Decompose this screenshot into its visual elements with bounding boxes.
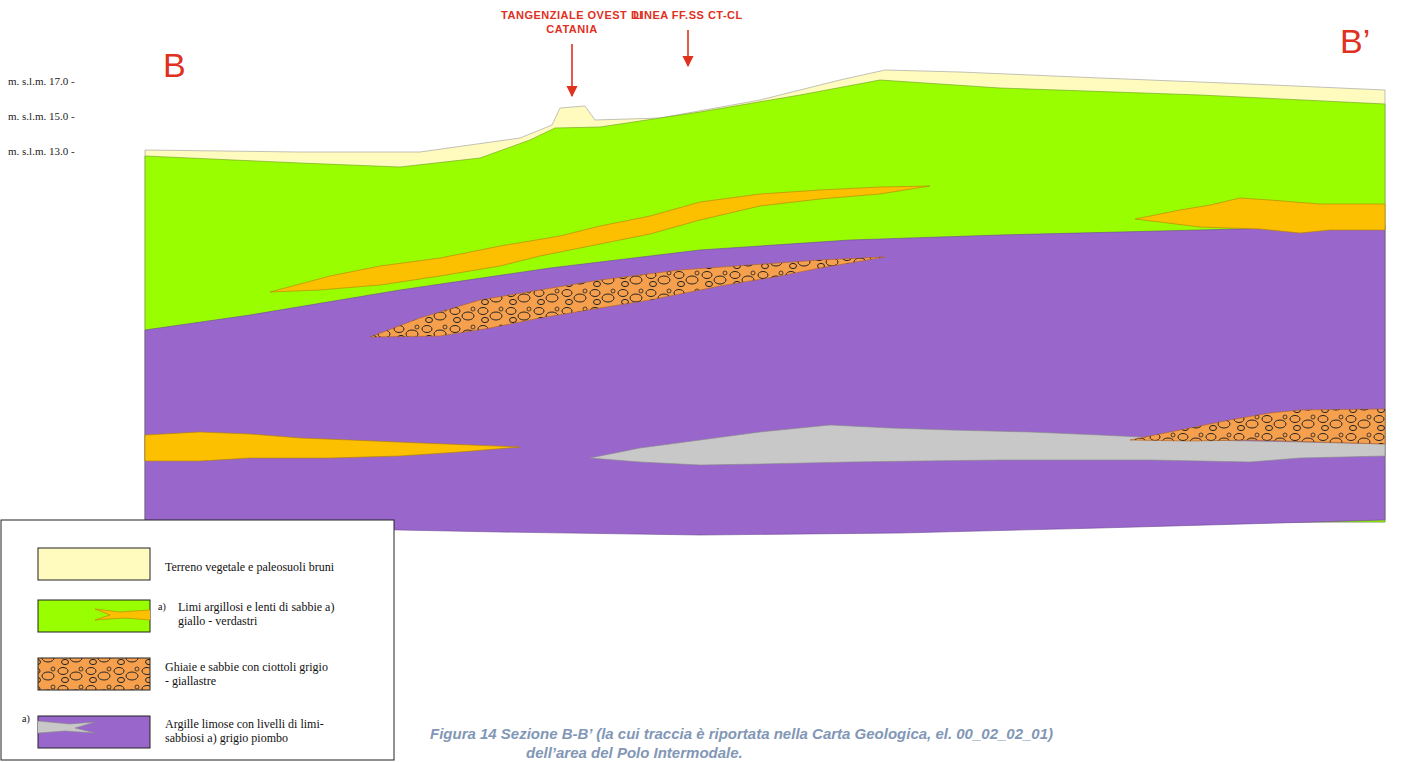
locator-arrow <box>687 30 689 66</box>
legend-swatch <box>38 658 150 690</box>
gravel-lens <box>1130 409 1385 444</box>
sand-lens <box>145 432 520 461</box>
legend-text: Limi argillosi e lenti di sabbie a) gial… <box>178 600 356 628</box>
location-label: LINEA FF.SS CT-CL <box>633 8 743 22</box>
sample-tag: a) <box>22 712 30 725</box>
sand-lens <box>1135 198 1385 233</box>
swatch-lens <box>38 721 95 733</box>
elevation-label: m. s.l.m. 17.0 - <box>8 74 75 88</box>
legend-swatch <box>38 600 150 632</box>
section-end-label: B <box>163 44 186 87</box>
legend-swatch <box>38 548 150 580</box>
location-label: TANGENZIALE OVEST DI CATANIA <box>497 8 647 36</box>
elevation-label: m. s.l.m. 15.0 - <box>8 109 75 123</box>
gravel-lens <box>370 257 885 337</box>
locator-arrow <box>571 44 573 96</box>
section-end-label: B’ <box>1340 20 1370 63</box>
sample-tag: a) <box>158 600 166 613</box>
elevation-label: m. s.l.m. 13.0 - <box>8 144 75 158</box>
gravel-lens <box>370 257 885 337</box>
legend-box <box>1 520 394 760</box>
legend-text: Terreno vegetale e paleosuoli bruni <box>165 560 365 574</box>
sand-lens <box>270 186 930 292</box>
clay-layer <box>145 225 1385 535</box>
legend-swatch <box>38 716 150 748</box>
swatch-lens <box>95 609 150 620</box>
legend-text: Argille limose con livelli di limi-sabbi… <box>165 717 330 745</box>
legend-text: Ghiaie e sabbie con ciottoli grigio - gi… <box>165 660 330 688</box>
gravel-lens <box>1130 409 1385 444</box>
swatch-pattern <box>38 658 150 690</box>
figure-caption: Figura 14 Sezione B-B’ (la cui traccia è… <box>430 724 1086 762</box>
